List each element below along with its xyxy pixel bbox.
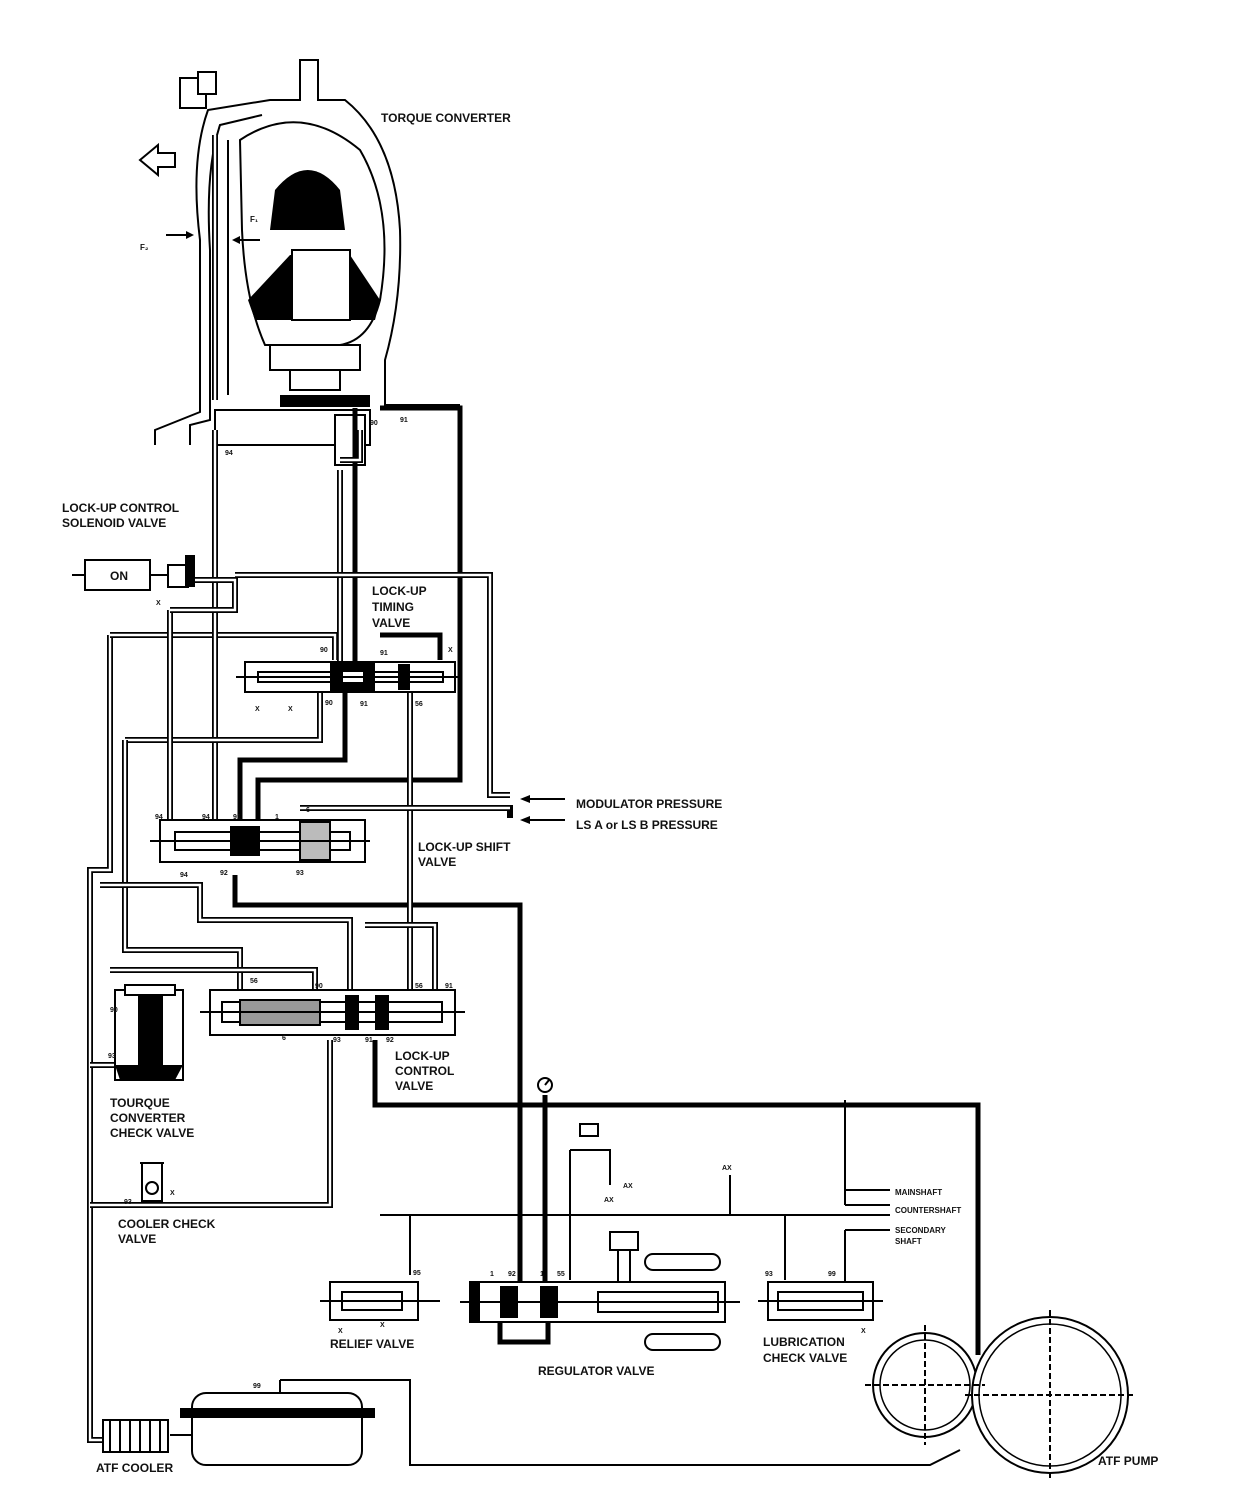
- port-90-tc: 90: [370, 420, 378, 427]
- port-56-control-b: 56: [415, 983, 423, 990]
- shift-valve-label-1: LOCK-UP SHIFT: [418, 840, 511, 854]
- atf-pump-label: ATF PUMP: [1098, 1454, 1158, 1468]
- solenoid-label-line1: LOCK-UP CONTROL: [62, 501, 179, 515]
- check-valve-label-3: CHECK VALVE: [110, 1126, 194, 1140]
- port-1-shift: 1: [275, 814, 279, 821]
- lubrication-check-valve: [758, 1281, 883, 1321]
- check-valve-label-1: TOURQUE: [110, 1096, 170, 1110]
- solenoid-state: ON: [110, 569, 128, 583]
- port-1-regulator: 1: [490, 1271, 494, 1278]
- port-92-regulator: 92: [508, 1271, 516, 1278]
- atf-reservoir: [180, 1392, 375, 1466]
- port-56-timing: 56: [415, 701, 423, 708]
- hydraulic-lines: [87, 405, 981, 1466]
- lockup-timing-valve: [236, 661, 460, 693]
- lubrication-label-2: CHECK VALVE: [763, 1351, 847, 1365]
- port-93-control: 93: [333, 1037, 341, 1044]
- port-1-regulator-b: 1: [540, 1271, 544, 1278]
- check-valve-label-2: CONVERTER: [110, 1111, 186, 1125]
- port-93-check: 93: [108, 1053, 116, 1060]
- port-99-lubrication: 99: [828, 1271, 836, 1278]
- lockup-solenoid: [72, 555, 195, 591]
- timing-exhaust-x1: X: [255, 706, 260, 713]
- regulator-valve: [460, 1077, 740, 1351]
- atf-pump: [865, 1310, 1135, 1480]
- port-90-timing-b: 90: [325, 700, 333, 707]
- control-valve-label-2: CONTROL: [395, 1064, 454, 1078]
- countershaft-label: COUNTERSHAFT: [895, 1206, 961, 1215]
- f2-label: F₂: [140, 243, 149, 252]
- timing-valve-label-3: VALVE: [372, 616, 410, 630]
- lubrication-label-1: LUBRICATION: [763, 1335, 845, 1349]
- port-99-reservoir: 99: [253, 1383, 261, 1390]
- port-91-tc: 91: [400, 417, 408, 424]
- port-93-cooler: 93: [124, 1199, 132, 1206]
- port-6-control: 6: [282, 1035, 286, 1042]
- shift-valve-label-2: VALVE: [418, 855, 456, 869]
- relief-valve: [320, 1281, 440, 1321]
- port-91-control-b: 91: [365, 1037, 373, 1044]
- port-95-relief: 95: [413, 1270, 421, 1277]
- cooler-check-label-2: VALVE: [118, 1232, 156, 1246]
- control-valve-label-1: LOCK-UP: [395, 1049, 450, 1063]
- port-94-shift-b: 94: [202, 814, 210, 821]
- timing-valve-label-2: TIMING: [372, 600, 414, 614]
- cooler-check-valve: [140, 1162, 164, 1202]
- port-91-shift: 91: [233, 814, 241, 821]
- port-94-shift: 94: [155, 814, 163, 821]
- relief-valve-label: RELIEF VALVE: [330, 1337, 414, 1351]
- solenoid-label-line2: SOLENOID VALVE: [62, 516, 166, 530]
- timing-exhaust-x2: X: [288, 706, 293, 713]
- ax-label-3: AX: [722, 1165, 732, 1172]
- f1-label: F₁: [250, 215, 259, 224]
- control-valve-label-3: VALVE: [395, 1079, 433, 1093]
- modulator-pressure-label: MODULATOR PRESSURE: [576, 797, 722, 811]
- port-90-timing: 90: [320, 647, 328, 654]
- cooler-check-label-1: COOLER CHECK: [118, 1217, 216, 1231]
- mainshaft-label: MAINSHAFT: [895, 1188, 942, 1197]
- port-92-shift: 92: [220, 870, 228, 877]
- ax-label-1: AX: [623, 1183, 633, 1190]
- port-92-control: 92: [386, 1037, 394, 1044]
- relief-exhaust-x1: X: [338, 1328, 343, 1335]
- lubrication-exhaust-x: X: [861, 1328, 866, 1335]
- torque-converter: [138, 59, 460, 466]
- port-6-shift: 6: [306, 807, 310, 814]
- relief-exhaust-x2: X: [380, 1322, 385, 1329]
- timing-exhaust-x3: X: [448, 647, 453, 654]
- atf-cooler-label: ATF COOLER: [96, 1461, 173, 1475]
- port-91-timing: 91: [380, 650, 388, 657]
- port-56-control: 56: [250, 978, 258, 985]
- secondary-shaft-label-1: SECONDARY: [895, 1226, 946, 1235]
- regulator-valve-label: REGULATOR VALVE: [538, 1364, 654, 1378]
- port-91-timing-b: 91: [360, 701, 368, 708]
- port-91-control: 91: [445, 983, 453, 990]
- port-90-check: 90: [110, 1007, 118, 1014]
- port-93-lubrication: 93: [765, 1271, 773, 1278]
- solenoid-exhaust-x: X: [156, 600, 161, 607]
- torque-converter-check-valve: [114, 984, 184, 1081]
- atf-cooler: [102, 1419, 169, 1453]
- port-90-control: 90: [315, 983, 323, 990]
- torque-converter-label: TORQUE CONVERTER: [381, 111, 511, 125]
- secondary-shaft-label-2: SHAFT: [895, 1237, 922, 1246]
- timing-valve-label-1: LOCK-UP: [372, 584, 427, 598]
- lockup-control-valve: [200, 989, 465, 1036]
- lockup-shift-valve: [150, 795, 565, 863]
- ax-label-2: AX: [604, 1197, 614, 1204]
- ls-pressure-label: LS A or LS B PRESSURE: [576, 818, 718, 832]
- port-55-regulator: 55: [557, 1271, 565, 1278]
- port-93-shift: 93: [296, 870, 304, 877]
- cooler-exhaust-x: X: [170, 1190, 175, 1197]
- port-94-shift-c: 94: [180, 872, 188, 879]
- port-94-tc: 94: [225, 450, 233, 457]
